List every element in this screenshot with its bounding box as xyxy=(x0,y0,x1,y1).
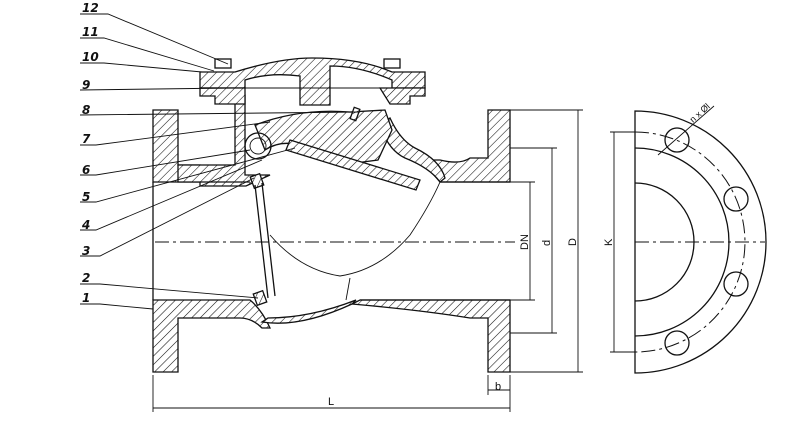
svg-text:1: 1 xyxy=(82,291,90,305)
callout-9: 9 xyxy=(79,78,233,92)
svg-text:6: 6 xyxy=(82,163,90,177)
dim-L: L xyxy=(328,396,334,408)
bolt-hole xyxy=(723,186,749,212)
callout-10: 10 xyxy=(80,50,203,73)
callout-12: 12 xyxy=(80,1,229,65)
bolt-hole xyxy=(664,127,690,153)
callout-6: 6 xyxy=(80,149,251,177)
flange-end-view xyxy=(610,105,767,374)
svg-text:8: 8 xyxy=(82,103,90,117)
svg-text:12: 12 xyxy=(82,1,99,15)
callout-1: 1 xyxy=(80,291,154,310)
svg-text:10: 10 xyxy=(82,50,99,64)
svg-text:3: 3 xyxy=(82,244,90,258)
bolt-hole xyxy=(723,271,749,297)
bolt-right xyxy=(383,58,401,69)
part-callouts: 12 11 10 9 8 7 6 5 4 3 2 1 xyxy=(79,1,361,310)
svg-text:11: 11 xyxy=(82,25,99,39)
valve-body xyxy=(152,94,511,373)
svg-text:9: 9 xyxy=(82,78,90,92)
callout-8: 8 xyxy=(79,103,361,117)
callout-2: 2 xyxy=(80,271,259,299)
seat-ring-top xyxy=(249,172,265,190)
bolt-left xyxy=(214,58,232,69)
callout-7: 7 xyxy=(80,121,271,146)
bonnet xyxy=(199,57,426,106)
dim-bolt-holes: n x Øl xyxy=(688,101,712,124)
dim-D: D xyxy=(567,238,579,246)
callout-3: 3 xyxy=(80,177,255,258)
disc-assembly xyxy=(244,106,421,307)
callout-5: 5 xyxy=(80,147,296,204)
callout-4: 4 xyxy=(80,159,263,232)
svg-text:5: 5 xyxy=(82,190,90,204)
bolt-hole xyxy=(664,330,690,356)
dim-dn: DN xyxy=(519,234,531,250)
dim-d: d xyxy=(541,240,553,246)
svg-text:2: 2 xyxy=(82,271,90,285)
dim-b: b xyxy=(495,381,501,393)
svg-text:7: 7 xyxy=(82,132,91,146)
callout-11: 11 xyxy=(80,25,215,72)
hinge-pin xyxy=(244,132,272,160)
svg-text:4: 4 xyxy=(81,218,90,232)
dimension-lines xyxy=(152,109,583,412)
dim-K: K xyxy=(603,238,615,246)
seat-ring-bottom xyxy=(252,289,268,307)
